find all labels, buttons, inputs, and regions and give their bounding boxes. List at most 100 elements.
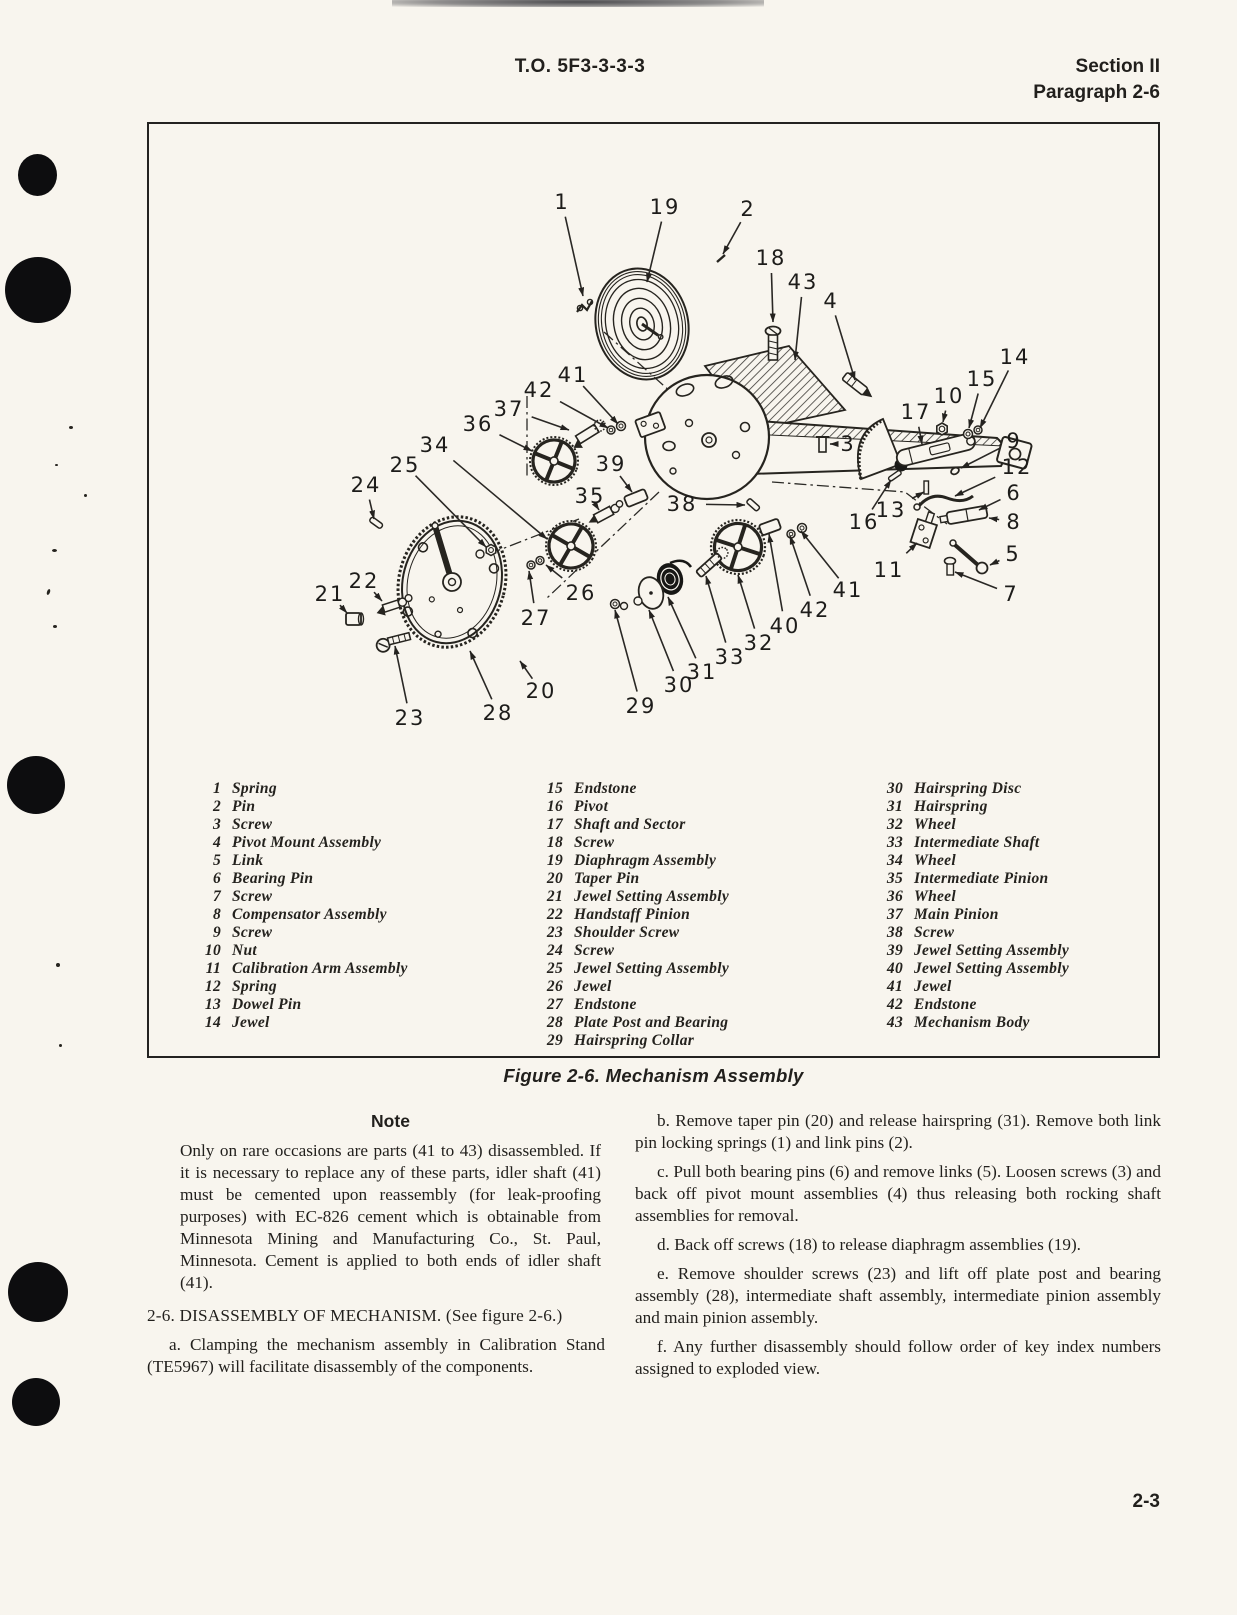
svg-text:12: 12 — [1002, 455, 1033, 479]
svg-text:3: 3 — [840, 432, 855, 456]
svg-text:38: 38 — [667, 492, 698, 516]
binder-hole — [5, 257, 71, 323]
diaphragm-assembly-drawing — [594, 267, 690, 381]
svg-text:41: 41 — [558, 363, 589, 387]
ink-speck — [69, 426, 73, 429]
header-section-block: Section II Paragraph 2-6 — [930, 54, 1160, 106]
shaft-and-sector-drawing — [857, 417, 976, 481]
wheel-32-drawing — [709, 518, 767, 576]
svg-text:13: 13 — [876, 498, 907, 522]
ink-speck — [46, 588, 51, 596]
ink-speck — [53, 625, 57, 628]
svg-text:19: 19 — [650, 195, 681, 219]
svg-text:30: 30 — [664, 673, 695, 697]
binder-hole — [8, 1262, 68, 1322]
wheel-36-drawing — [529, 436, 579, 486]
ink-speck — [55, 464, 58, 466]
svg-text:10: 10 — [934, 384, 965, 408]
svg-text:39: 39 — [596, 452, 627, 476]
small-parts-drawings — [345, 254, 989, 653]
binder-hole — [7, 756, 65, 814]
hairspring-disc-drawing — [637, 576, 665, 610]
ink-speck — [52, 549, 57, 552]
page-number: 2-3 — [1132, 1491, 1160, 1512]
svg-text:36: 36 — [463, 412, 494, 436]
ink-speck — [59, 1044, 62, 1047]
svg-text:27: 27 — [521, 606, 552, 630]
svg-text:42: 42 — [524, 378, 555, 402]
svg-text:42: 42 — [800, 598, 831, 622]
svg-text:33: 33 — [715, 645, 746, 669]
svg-text:41: 41 — [833, 578, 864, 602]
svg-text:16: 16 — [849, 510, 880, 534]
ink-speck — [56, 963, 60, 967]
svg-text:22: 22 — [349, 569, 380, 593]
exploded-view-diagram: 1192184341415101791268571116133383935373… — [315, 190, 1033, 730]
svg-text:35: 35 — [575, 484, 606, 508]
svg-text:34: 34 — [420, 433, 451, 457]
header-section: Section II — [1075, 56, 1160, 77]
para-b: b. Remove taper pin (20) and release hai… — [635, 1111, 1161, 1152]
svg-text:17: 17 — [901, 400, 932, 424]
header-to-number: T.O. 5F3-3-3-3 — [514, 56, 646, 77]
note-heading: Note — [371, 1111, 410, 1131]
svg-text:37: 37 — [494, 397, 525, 421]
figure-caption: Figure 2-6. Mechanism Assembly — [503, 1065, 804, 1086]
para-c: c. Pull both bearing pins (6) and remove… — [635, 1162, 1161, 1225]
svg-text:29: 29 — [626, 694, 657, 718]
svg-text:26: 26 — [566, 581, 597, 605]
svg-text:28: 28 — [483, 701, 514, 725]
wheel-34-drawing — [545, 520, 597, 572]
intermediate-shaft-drawing — [695, 546, 729, 578]
svg-text:2: 2 — [740, 197, 755, 221]
svg-text:6: 6 — [1006, 481, 1021, 505]
svg-text:25: 25 — [390, 453, 421, 477]
para-d: d. Back off screws (18) to release diaph… — [657, 1235, 1081, 1254]
svg-text:4: 4 — [823, 289, 838, 313]
svg-text:18: 18 — [756, 246, 787, 270]
binder-hole — [18, 154, 57, 196]
para-a: a. Clamping the mechanism assembly in Ca… — [147, 1335, 605, 1376]
binder-hole — [12, 1378, 60, 1426]
svg-text:32: 32 — [744, 631, 775, 655]
note-text: Only on rare occasions are parts (41 to … — [180, 1141, 601, 1292]
svg-text:9: 9 — [1006, 429, 1021, 453]
hairspring-drawing — [656, 559, 693, 595]
scan-smudge — [392, 0, 764, 7]
header-paragraph: Paragraph 2-6 — [1033, 82, 1160, 103]
